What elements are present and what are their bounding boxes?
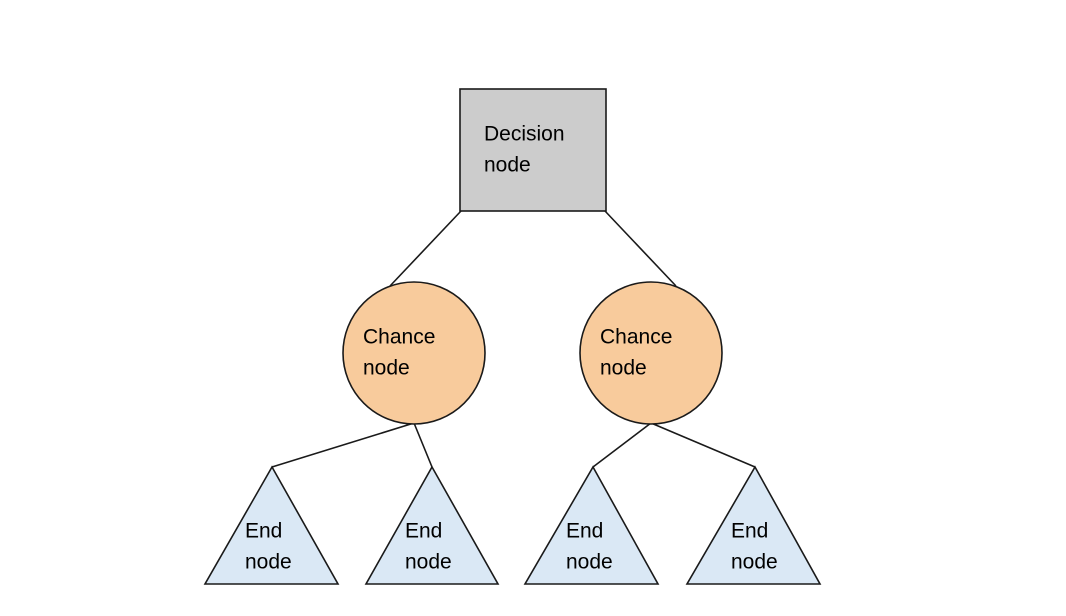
end-node-2-shape[interactable]: [364, 465, 500, 585]
edge-chance-right-to-end-3: [592, 422, 652, 468]
end-node-2[interactable]: End node: [364, 465, 500, 585]
chance-node-right[interactable]: Chance node: [579, 281, 723, 425]
end-node-1-label-line2: node: [245, 551, 292, 574]
decision-node[interactable]: Decision node: [459, 88, 607, 212]
edge-chance-left-to-end-1: [271, 422, 415, 468]
chance-node-left[interactable]: Chance node: [342, 281, 486, 425]
end-node-1-label-line1: End: [245, 520, 282, 543]
chance-node-right-label-line1: Chance: [600, 326, 672, 349]
decision-node-shape[interactable]: [459, 88, 607, 212]
end-node-3[interactable]: End node: [523, 465, 660, 585]
chance-node-left-label-line2: node: [363, 357, 410, 380]
end-node-2-label-line1: End: [405, 520, 442, 543]
chance-node-right-label-line2: node: [600, 357, 647, 380]
end-node-3-label-line1: End: [566, 520, 603, 543]
edge-chance-right-to-end-4: [650, 422, 756, 468]
end-node-1-shape[interactable]: [203, 465, 340, 585]
decision-node-label-line1: Decision: [484, 123, 565, 146]
edge-layer: [271, 210, 756, 468]
end-node-2-label-line2: node: [405, 551, 452, 574]
end-node-4-label-line2: node: [731, 551, 778, 574]
end-node-3-shape[interactable]: [523, 465, 660, 585]
end-node-4-label-line1: End: [731, 520, 768, 543]
end-node-4-shape[interactable]: [685, 465, 822, 585]
edge-decision-to-chance-left: [389, 210, 462, 287]
chance-node-right-shape[interactable]: [579, 281, 723, 425]
edge-chance-left-to-end-2: [413, 422, 433, 468]
end-node-1[interactable]: End node: [203, 465, 340, 585]
end-node-4[interactable]: End node: [685, 465, 822, 585]
decision-node-label-line2: node: [484, 154, 531, 177]
edge-decision-to-chance-right: [604, 210, 677, 287]
chance-node-left-label-line1: Chance: [363, 326, 435, 349]
chance-node-left-shape[interactable]: [342, 281, 486, 425]
end-node-3-label-line2: node: [566, 551, 613, 574]
